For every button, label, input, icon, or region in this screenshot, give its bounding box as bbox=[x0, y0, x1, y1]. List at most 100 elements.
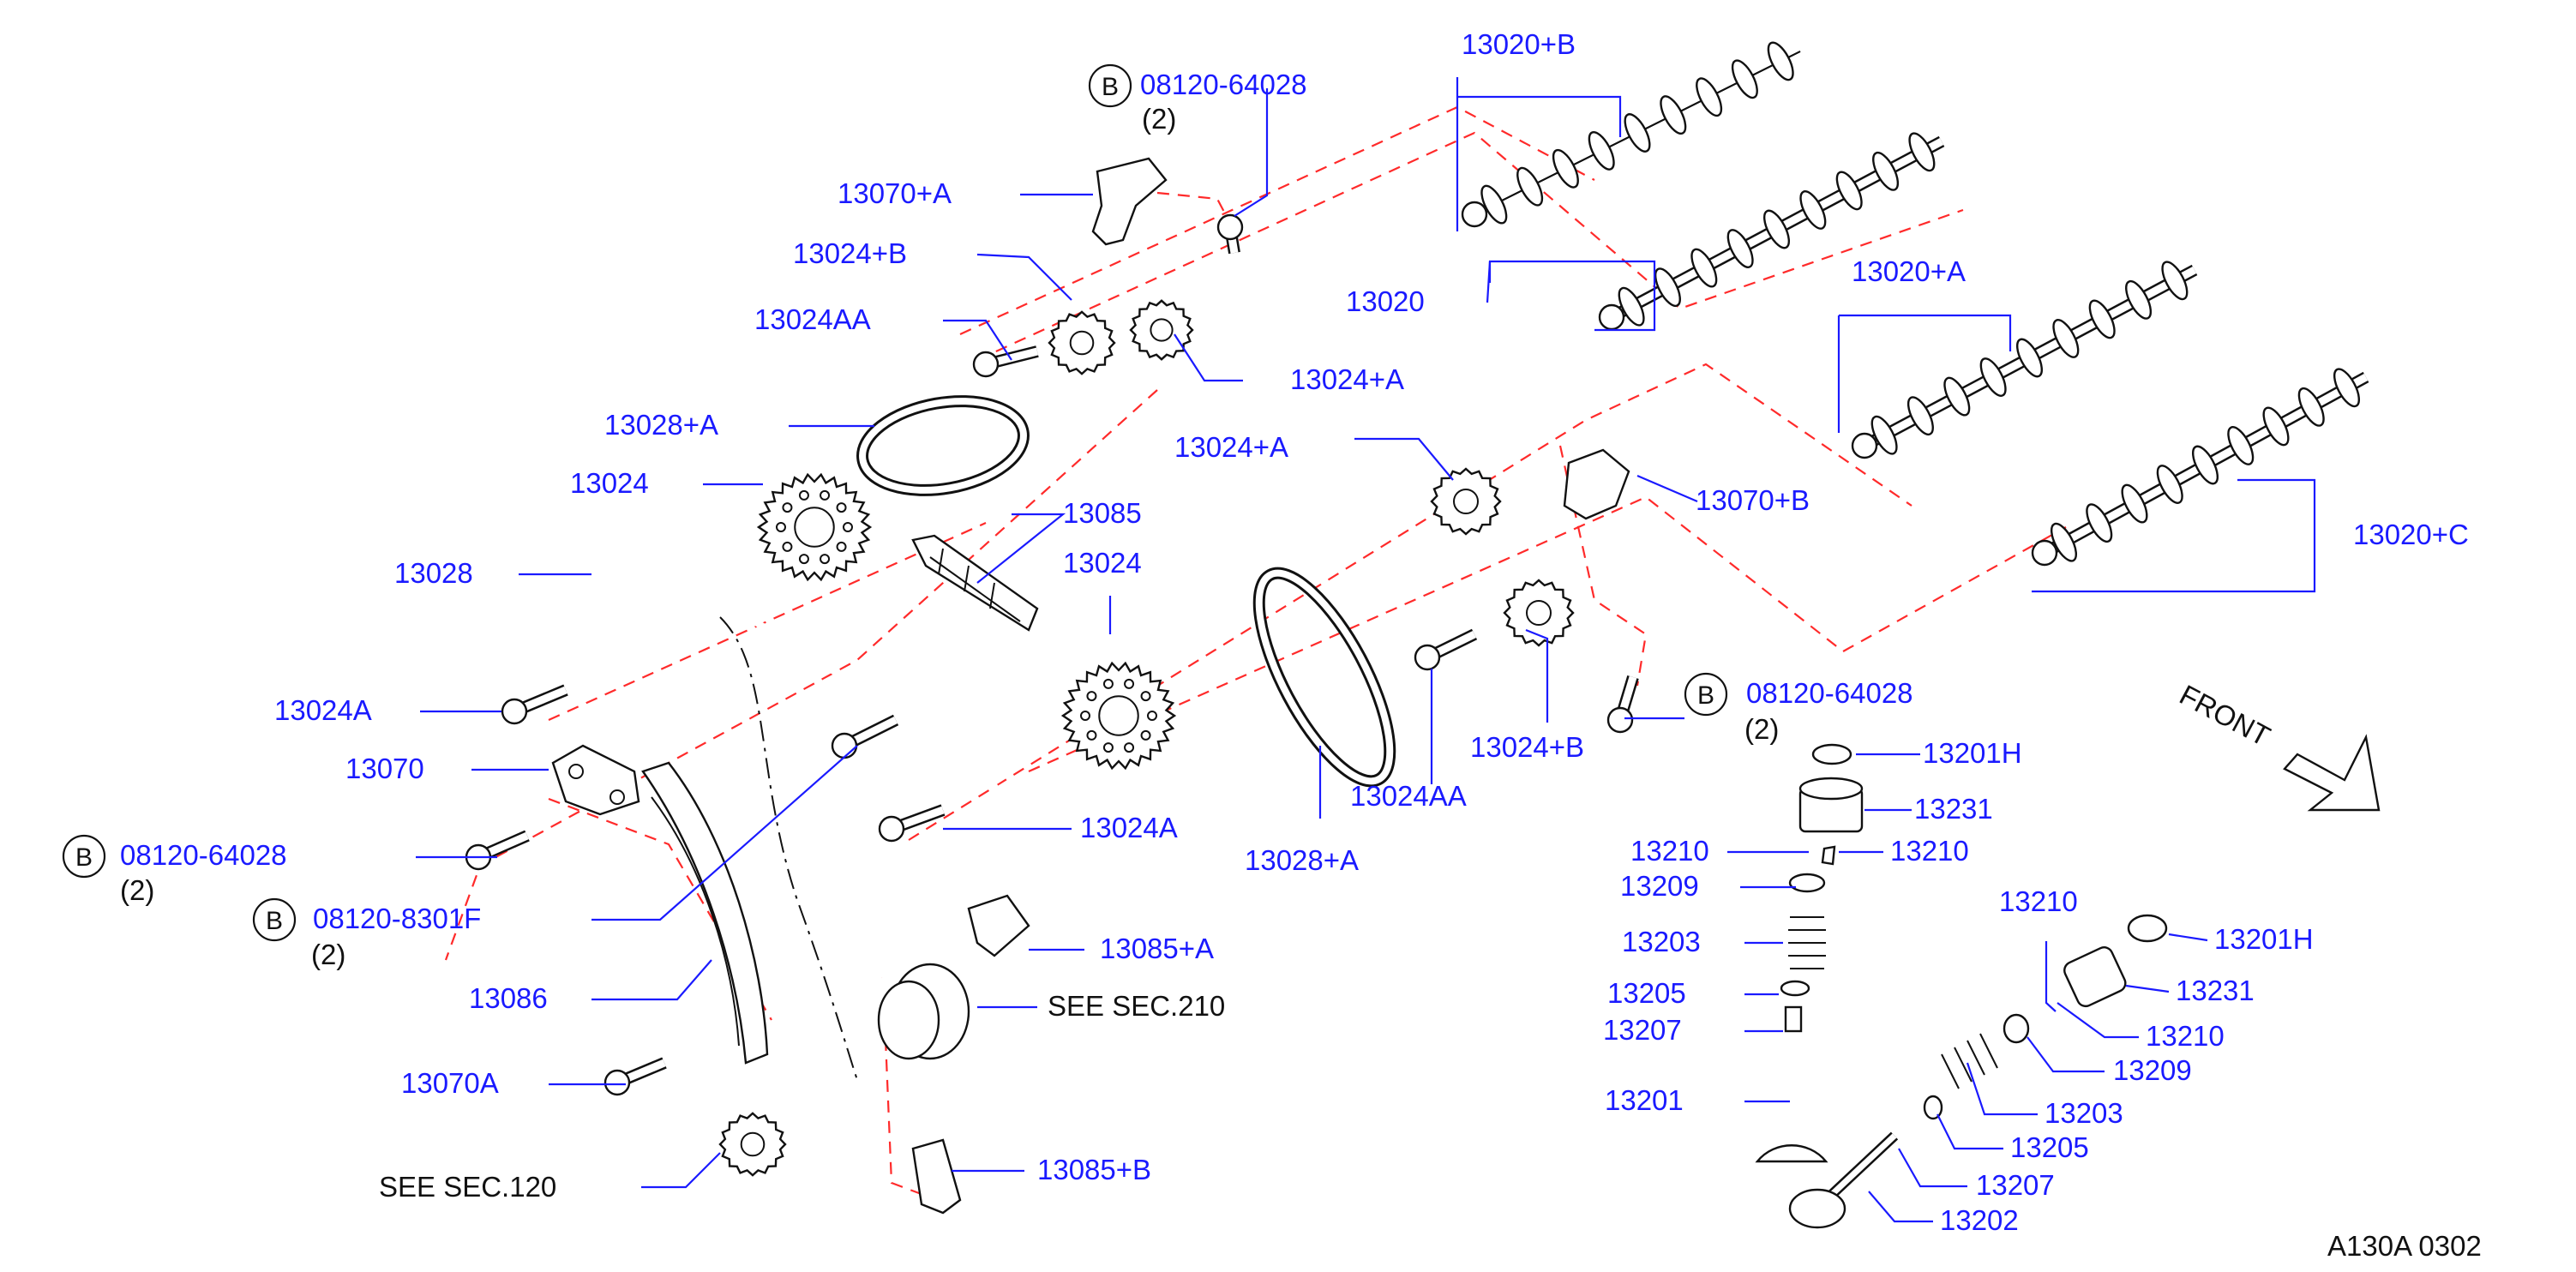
label-13210-top: 13210 bbox=[1999, 885, 2078, 917]
label-b-right-code: 08120-64028 bbox=[1746, 677, 1913, 709]
label-13024a-bolt: 13024A bbox=[274, 694, 372, 726]
label-13070: 13070 bbox=[345, 753, 424, 784]
label-13209-1: 13209 bbox=[1620, 870, 1699, 902]
label-13024aa-right: 13024AA bbox=[1350, 780, 1467, 812]
footer-code: A130A 0302 bbox=[2327, 1230, 2482, 1262]
svg-text:B: B bbox=[266, 907, 283, 935]
bolt-13024a-mid bbox=[878, 804, 946, 843]
label-13020-plus-a: 13020+A bbox=[1852, 255, 1966, 287]
label-13085-plus-b: 13085+B bbox=[1037, 1154, 1151, 1185]
chain-guide-13085-a bbox=[967, 894, 1030, 957]
label-13020: 13020 bbox=[1346, 285, 1425, 317]
label-b-left-qty: (2) bbox=[120, 874, 154, 906]
label-13085: 13085 bbox=[1063, 497, 1142, 529]
chain-tensioner-13070-b bbox=[1563, 448, 1630, 520]
bolts bbox=[465, 213, 1639, 1096]
camshaft-lobes bbox=[1461, 41, 2361, 567]
label-13205-1: 13205 bbox=[1607, 977, 1686, 1009]
bolt-13024aa-right bbox=[1414, 628, 1478, 671]
sprocket-13024-b-top bbox=[1048, 310, 1116, 375]
label-13070-plus-a: 13070+A bbox=[838, 177, 952, 209]
label-13207-2: 13207 bbox=[1976, 1169, 2055, 1201]
timing-chain-13028 bbox=[579, 561, 1016, 1119]
label-b-top-code: 08120-64028 bbox=[1140, 69, 1307, 100]
svg-text:B: B bbox=[1697, 681, 1714, 710]
label-13201h-2: 13201H bbox=[2214, 923, 2314, 955]
centerlines bbox=[444, 105, 2067, 1197]
b-symbol-mid: B bbox=[252, 897, 297, 942]
label-13201h-1: 13201H bbox=[1923, 737, 2022, 769]
chain-tensioner-13070-a bbox=[1091, 157, 1168, 246]
label-13203-2: 13203 bbox=[2045, 1097, 2123, 1129]
chain-guide-13085 bbox=[911, 534, 1039, 632]
label-13024-plus-b-right: 13024+B bbox=[1470, 731, 1584, 763]
label-13020-plus-b: 13020+B bbox=[1462, 28, 1576, 60]
label-see-sec-120: SEE SEC.120 bbox=[379, 1171, 556, 1203]
label-13070-plus-b: 13070+B bbox=[1696, 484, 1810, 516]
label-b-mid-qty: (2) bbox=[311, 939, 345, 970]
chain-guide-13086 bbox=[641, 761, 769, 1065]
timing-chain-13028-a-right bbox=[1252, 567, 1396, 788]
label-13203-1: 13203 bbox=[1622, 926, 1701, 957]
label-13085-plus-a: 13085+A bbox=[1100, 933, 1214, 964]
front-label: FRONT bbox=[2175, 679, 2276, 753]
svg-text:B: B bbox=[1102, 73, 1119, 101]
label-13210-left: 13210 bbox=[1630, 835, 1709, 867]
label-13231-1: 13231 bbox=[1914, 793, 1993, 825]
sprocket-13024-left bbox=[756, 472, 873, 582]
label-13231-2: 13231 bbox=[2176, 975, 2255, 1006]
label-13207-1: 13207 bbox=[1603, 1014, 1682, 1046]
lobes-13020-c bbox=[2031, 368, 2361, 567]
label-13210-2: 13210 bbox=[2146, 1020, 2225, 1052]
valve-train-right bbox=[1788, 914, 2168, 1229]
lobes-13020 bbox=[1598, 132, 1936, 331]
bolt-b-right bbox=[1606, 675, 1639, 734]
label-13210-right: 13210 bbox=[1890, 835, 1969, 867]
label-13202: 13202 bbox=[1940, 1204, 2019, 1236]
bolt-13024a bbox=[501, 684, 568, 725]
bolt-13070a bbox=[603, 1057, 667, 1096]
bolt-b-left bbox=[465, 830, 530, 871]
label-b-right-qty: (2) bbox=[1744, 713, 1779, 745]
bolt-13024aa-top bbox=[972, 345, 1039, 378]
label-13070a: 13070A bbox=[401, 1067, 499, 1099]
part-labels: 08120-64028 (2) 13070+A 13024+B 13024AA … bbox=[120, 28, 2482, 1262]
label-13086: 13086 bbox=[469, 982, 548, 1014]
label-13020-plus-c: 13020+C bbox=[2353, 519, 2469, 550]
svg-text:B: B bbox=[75, 843, 93, 872]
chain-tensioner-13070 bbox=[551, 744, 640, 816]
see-sec-210-component bbox=[877, 963, 970, 1060]
chain-guide-13085-b bbox=[911, 1138, 962, 1215]
label-13028: 13028 bbox=[394, 557, 473, 589]
valve-train-left bbox=[1755, 743, 1864, 1163]
sprocket-13024-a-top bbox=[1129, 299, 1194, 361]
label-13205-2: 13205 bbox=[2010, 1131, 2089, 1163]
label-b-left-code: 08120-64028 bbox=[120, 839, 287, 871]
sprocket-sec-120 bbox=[718, 1112, 787, 1177]
label-13201: 13201 bbox=[1605, 1084, 1684, 1116]
label-13028-plus-a-top: 13028+A bbox=[604, 409, 718, 441]
sprocket-13024-b-right bbox=[1503, 579, 1575, 647]
lobes-13020-a bbox=[1851, 261, 2189, 459]
b-symbol-top: B bbox=[1088, 63, 1132, 108]
label-13024-left: 13024 bbox=[570, 467, 649, 499]
sprockets bbox=[718, 299, 1575, 1177]
label-13024-mid: 13024 bbox=[1063, 547, 1142, 579]
b-symbol-right: B bbox=[1684, 672, 1728, 717]
label-13028-plus-a-right: 13028+A bbox=[1245, 844, 1359, 876]
label-13209-2: 13209 bbox=[2113, 1054, 2192, 1086]
bolt-top bbox=[1216, 213, 1244, 255]
lobes-13020-b bbox=[1461, 41, 1794, 228]
label-see-sec-210: SEE SEC.210 bbox=[1048, 990, 1225, 1022]
label-b-top-qty: (2) bbox=[1142, 103, 1176, 135]
label-13024-plus-a-right: 13024+A bbox=[1174, 431, 1288, 463]
sprocket-13024-a-right bbox=[1430, 467, 1502, 536]
label-13024-plus-a-top: 13024+A bbox=[1290, 363, 1404, 395]
label-13024-plus-b-top: 13024+B bbox=[793, 237, 907, 269]
front-arrow-icon: FRONT bbox=[2175, 679, 2381, 812]
label-b-mid-code: 08120-8301F bbox=[313, 903, 481, 934]
label-13024a-mid: 13024A bbox=[1080, 812, 1178, 843]
bolt-b-mid bbox=[831, 714, 899, 759]
